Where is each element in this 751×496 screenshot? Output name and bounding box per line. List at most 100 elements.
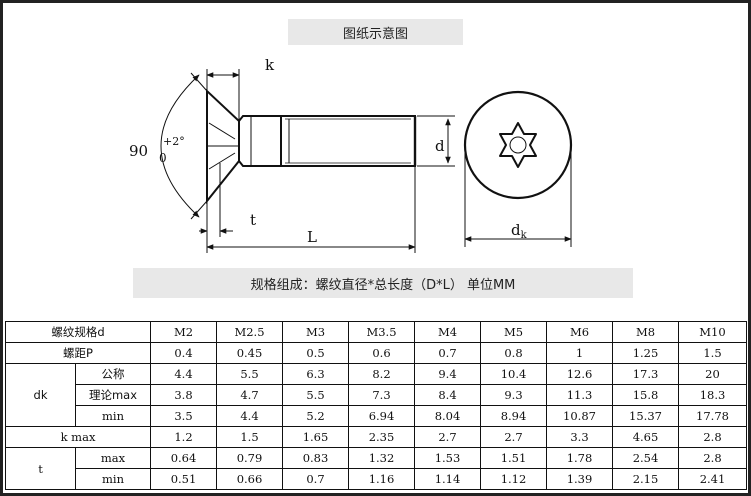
dk-theory-label: 理论max bbox=[75, 384, 151, 406]
t-min-cell: 2.15 bbox=[612, 468, 679, 490]
size-cell: M2 bbox=[150, 321, 217, 343]
dk-nominal-cell: 5.5 bbox=[216, 363, 283, 385]
k-max-cell: 2.7 bbox=[480, 426, 547, 448]
dk-nominal-cell: 12.6 bbox=[546, 363, 613, 385]
t-label: t bbox=[5, 447, 76, 490]
t-max-cell: 0.64 bbox=[150, 447, 217, 469]
dk-min-cell: 15.37 bbox=[612, 405, 679, 427]
t-label: t bbox=[250, 211, 256, 229]
k-max-row: k max 1.2 1.5 1.65 2.35 2.7 2.7 3.3 4.65… bbox=[5, 426, 747, 448]
dk-min-row: min 3.5 4.4 5.2 6.94 8.04 8.94 10.87 15.… bbox=[6, 405, 747, 427]
torx-drive-icon bbox=[499, 122, 537, 168]
t-max-cell: 1.53 bbox=[414, 447, 481, 469]
pitch-cell: 1.25 bbox=[612, 342, 679, 364]
t-min-cell: 1.12 bbox=[480, 468, 547, 490]
size-cell: M3 bbox=[282, 321, 349, 343]
pitch-cell: 0.4 bbox=[150, 342, 217, 364]
dk-theory-cell: 11.3 bbox=[546, 384, 613, 406]
dk-nominal-row: dk 公称 4.4 5.5 6.3 8.2 9.4 10.4 12.6 17.3… bbox=[5, 363, 747, 427]
dk-theory-cell: 3.8 bbox=[150, 384, 217, 406]
dk-theory-cell: 7.3 bbox=[348, 384, 415, 406]
dk-min-cell: 5.2 bbox=[282, 405, 349, 427]
t-min-label: min bbox=[75, 468, 151, 490]
t-min-cell: 1.39 bbox=[546, 468, 613, 490]
size-cell: M3.5 bbox=[348, 321, 415, 343]
dk-nominal-cell: 17.3 bbox=[612, 363, 679, 385]
dk-min-cell: 3.5 bbox=[150, 405, 217, 427]
t-max-cell: 0.83 bbox=[282, 447, 349, 469]
angle-label: 90 bbox=[129, 142, 148, 160]
size-row: 螺纹规格d M2 M2.5 M3 M3.5 M4 M5 M6 M8 M10 bbox=[5, 321, 747, 343]
dk-label: dk bbox=[5, 363, 76, 427]
size-cell: M10 bbox=[678, 321, 747, 343]
t-max-row: t max 0.64 0.79 0.83 1.32 1.53 1.51 1.78… bbox=[5, 447, 747, 490]
t-max-label: max bbox=[75, 447, 151, 469]
dk-theory-cell: 8.4 bbox=[414, 384, 481, 406]
k-max-cell: 2.8 bbox=[678, 426, 747, 448]
screw-end-view bbox=[463, 90, 573, 200]
dk-theory-cell: 15.8 bbox=[612, 384, 679, 406]
pitch-label: 螺距P bbox=[5, 342, 151, 364]
k-label: k bbox=[265, 56, 275, 74]
size-cell: M5 bbox=[480, 321, 547, 343]
t-max-cell: 2.54 bbox=[612, 447, 679, 469]
dk-label: dk bbox=[511, 221, 528, 241]
angle-tolerance-plus: +2° bbox=[163, 135, 185, 148]
pitch-cell: 0.7 bbox=[414, 342, 481, 364]
dk-theory-cell: 4.7 bbox=[216, 384, 283, 406]
t-max-cell: 1.32 bbox=[348, 447, 415, 469]
d-label: d bbox=[435, 137, 445, 155]
k-max-cell: 1.5 bbox=[216, 426, 283, 448]
pitch-cell: 0.6 bbox=[348, 342, 415, 364]
pitch-cell: 0.45 bbox=[216, 342, 283, 364]
size-cell: M4 bbox=[414, 321, 481, 343]
dk-nominal-cell: 20 bbox=[678, 363, 747, 385]
spec-composition-banner: 规格组成：螺纹直径*总长度（D*L） 单位MM bbox=[133, 268, 633, 298]
dk-theory-cell: 5.5 bbox=[282, 384, 349, 406]
pitch-cell: 0.8 bbox=[480, 342, 547, 364]
pitch-row: 螺距P 0.4 0.45 0.5 0.6 0.7 0.8 1 1.25 1.5 bbox=[5, 342, 747, 364]
k-max-cell: 2.35 bbox=[348, 426, 415, 448]
dk-min-cell: 17.78 bbox=[678, 405, 747, 427]
d-dimension bbox=[417, 115, 455, 167]
dk-nominal-label: 公称 bbox=[75, 363, 151, 385]
t-max-cell: 2.8 bbox=[678, 447, 747, 469]
dk-dimension bbox=[464, 153, 572, 247]
dk-min-cell: 10.87 bbox=[546, 405, 613, 427]
t-max-cell: 0.79 bbox=[216, 447, 283, 469]
k-max-cell: 1.2 bbox=[150, 426, 217, 448]
t-max-cell: 1.78 bbox=[546, 447, 613, 469]
screw-side-view bbox=[206, 88, 417, 204]
k-max-cell: 1.65 bbox=[282, 426, 349, 448]
spec-table: 螺纹规格d M2 M2.5 M3 M3.5 M4 M5 M6 M8 M10 螺距… bbox=[5, 321, 747, 490]
dk-nominal-cell: 4.4 bbox=[150, 363, 217, 385]
screw-drawing: 90 +2° 0 k t L d bbox=[129, 56, 573, 253]
t-min-row: min 0.51 0.66 0.7 1.16 1.14 1.12 1.39 2.… bbox=[6, 468, 747, 490]
size-header-label: 螺纹规格d bbox=[5, 321, 151, 343]
k-max-cell: 3.3 bbox=[546, 426, 613, 448]
angle-tolerance-zero: 0 bbox=[159, 151, 167, 165]
size-cell: M8 bbox=[612, 321, 679, 343]
k-max-label: k max bbox=[5, 426, 151, 448]
k-dimension bbox=[206, 69, 240, 121]
dk-min-cell: 6.94 bbox=[348, 405, 415, 427]
pitch-cell: 0.5 bbox=[282, 342, 349, 364]
dk-nominal-cell: 8.2 bbox=[348, 363, 415, 385]
dk-nominal-cell: 10.4 bbox=[480, 363, 547, 385]
t-min-cell: 1.16 bbox=[348, 468, 415, 490]
dk-theory-cell: 9.3 bbox=[480, 384, 547, 406]
dk-min-cell: 8.04 bbox=[414, 405, 481, 427]
dk-min-label: min bbox=[75, 405, 151, 427]
angle-dimension bbox=[160, 72, 208, 220]
size-cell: M2.5 bbox=[216, 321, 283, 343]
dk-theory-row: 理论max 3.8 4.7 5.5 7.3 8.4 9.3 11.3 15.8 … bbox=[6, 384, 747, 406]
dk-theory-cell: 18.3 bbox=[678, 384, 747, 406]
k-max-cell: 4.65 bbox=[612, 426, 679, 448]
dk-min-cell: 4.4 bbox=[216, 405, 283, 427]
L-dimension bbox=[206, 166, 416, 253]
t-min-cell: 2.41 bbox=[678, 468, 747, 490]
pitch-cell: 1 bbox=[546, 342, 613, 364]
size-cell: M6 bbox=[546, 321, 613, 343]
dk-nominal-cell: 9.4 bbox=[414, 363, 481, 385]
t-min-cell: 0.66 bbox=[216, 468, 283, 490]
